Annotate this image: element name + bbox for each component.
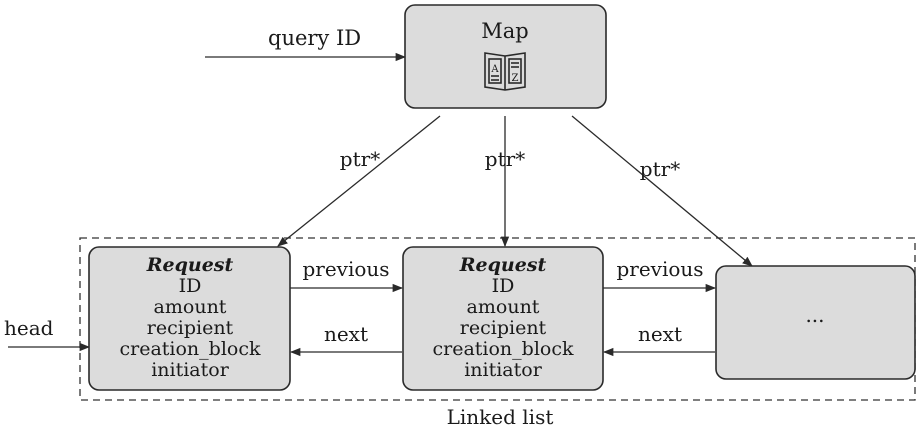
ellipsis-node	[715, 265, 916, 380]
map-title: Map	[481, 19, 528, 43]
ptr-label-2: ptr*	[485, 147, 525, 171]
icon-letter-a: A	[490, 64, 499, 75]
previous-label-1: previous	[302, 257, 389, 281]
previous-label-2: previous	[616, 257, 703, 281]
ptr-label-3: ptr*	[640, 157, 680, 181]
request-node-2-field: amount	[467, 296, 540, 318]
request-node-2-title: Request	[459, 254, 547, 276]
request-node-1-title: Request	[146, 254, 234, 276]
request-node-2	[402, 246, 604, 391]
request-node-2-field: recipient	[460, 317, 547, 339]
request-node-2-field: initiator	[464, 359, 543, 381]
ellipsis-node-label: ...	[805, 303, 824, 327]
request-node-1-field: creation_block	[119, 338, 261, 360]
ptr-edge-3	[571, 115, 753, 267]
request-node-1-field: amount	[154, 296, 227, 318]
ptr-edge-1	[277, 115, 441, 247]
request-node-1-field: recipient	[147, 317, 234, 339]
request-node-2-field: creation_block	[432, 338, 574, 360]
ptr-label-1: ptr*	[340, 147, 380, 171]
icon-letter-z: Z	[512, 73, 519, 84]
request-node-1-field: ID	[179, 275, 202, 297]
head-label: head	[4, 316, 54, 340]
request-node-1	[88, 246, 291, 391]
next-label-2: next	[638, 322, 682, 346]
request-node-2-field: ID	[492, 275, 515, 297]
next-label-1: next	[324, 322, 368, 346]
query-label: query ID	[268, 26, 361, 50]
request-node-1-field: initiator	[151, 359, 230, 381]
container-label: Linked list	[447, 405, 554, 429]
dictionary-book-icon	[484, 52, 526, 91]
